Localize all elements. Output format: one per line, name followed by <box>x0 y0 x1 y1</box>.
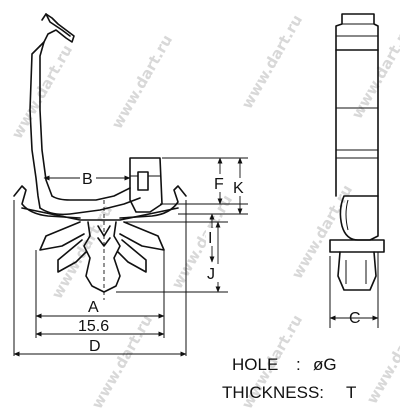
left-barb-1 <box>39 221 85 251</box>
side-roller-inner <box>345 199 349 231</box>
watermark-2: www.dart.ru <box>108 32 176 132</box>
side-head <box>335 13 379 51</box>
thickness-value: T <box>346 383 356 402</box>
side-base <box>329 239 385 253</box>
watermark-3: www.dart.ru <box>238 12 306 112</box>
side-body <box>335 49 379 197</box>
dim-i-label: I <box>208 230 212 247</box>
dim-a-label: A <box>88 299 99 316</box>
dim-b-label: B <box>82 171 93 188</box>
latch-notch <box>137 171 149 191</box>
latch-block <box>129 157 163 213</box>
right-barb-1 <box>119 221 165 251</box>
watermark-4: www.dart.ru <box>348 22 400 122</box>
strap-outer <box>29 45 41 209</box>
left-barb-2 <box>57 239 87 273</box>
dim-f-label: F <box>214 176 224 193</box>
top-hook <box>39 13 75 47</box>
thickness-label: THICKNESS: <box>222 383 324 402</box>
spec-notes: HOLE : øG THICKNESS: T <box>222 355 356 402</box>
dim-k-label: K <box>233 180 244 197</box>
strap-curve <box>51 187 131 201</box>
side-anchor-line <box>345 260 367 284</box>
hole-label: HOLE <box>232 355 278 374</box>
left-wing <box>13 185 81 219</box>
front-view <box>13 13 187 300</box>
top-hook-inner <box>45 13 71 37</box>
base-bar <box>21 207 179 221</box>
dim-c-label: C <box>349 310 361 327</box>
dim-d-label: D <box>89 338 101 355</box>
dim-j-label: J <box>207 266 215 283</box>
front-dimensions: B F K I J A 15.6 D <box>13 157 248 357</box>
watermark-6: www.dart.ru <box>168 192 236 292</box>
right-barb-2 <box>117 239 147 273</box>
hole-sep: : <box>296 355 301 374</box>
strap-inner <box>39 41 53 197</box>
watermark-1: www.dart.ru <box>8 42 76 142</box>
side-anchor <box>337 251 377 291</box>
watermark-10: www.dart.ru <box>363 307 400 407</box>
dim-width-label: 15.6 <box>78 318 109 335</box>
hole-value: øG <box>313 355 337 374</box>
side-view: C <box>329 13 385 328</box>
strap-bottom <box>39 197 141 216</box>
